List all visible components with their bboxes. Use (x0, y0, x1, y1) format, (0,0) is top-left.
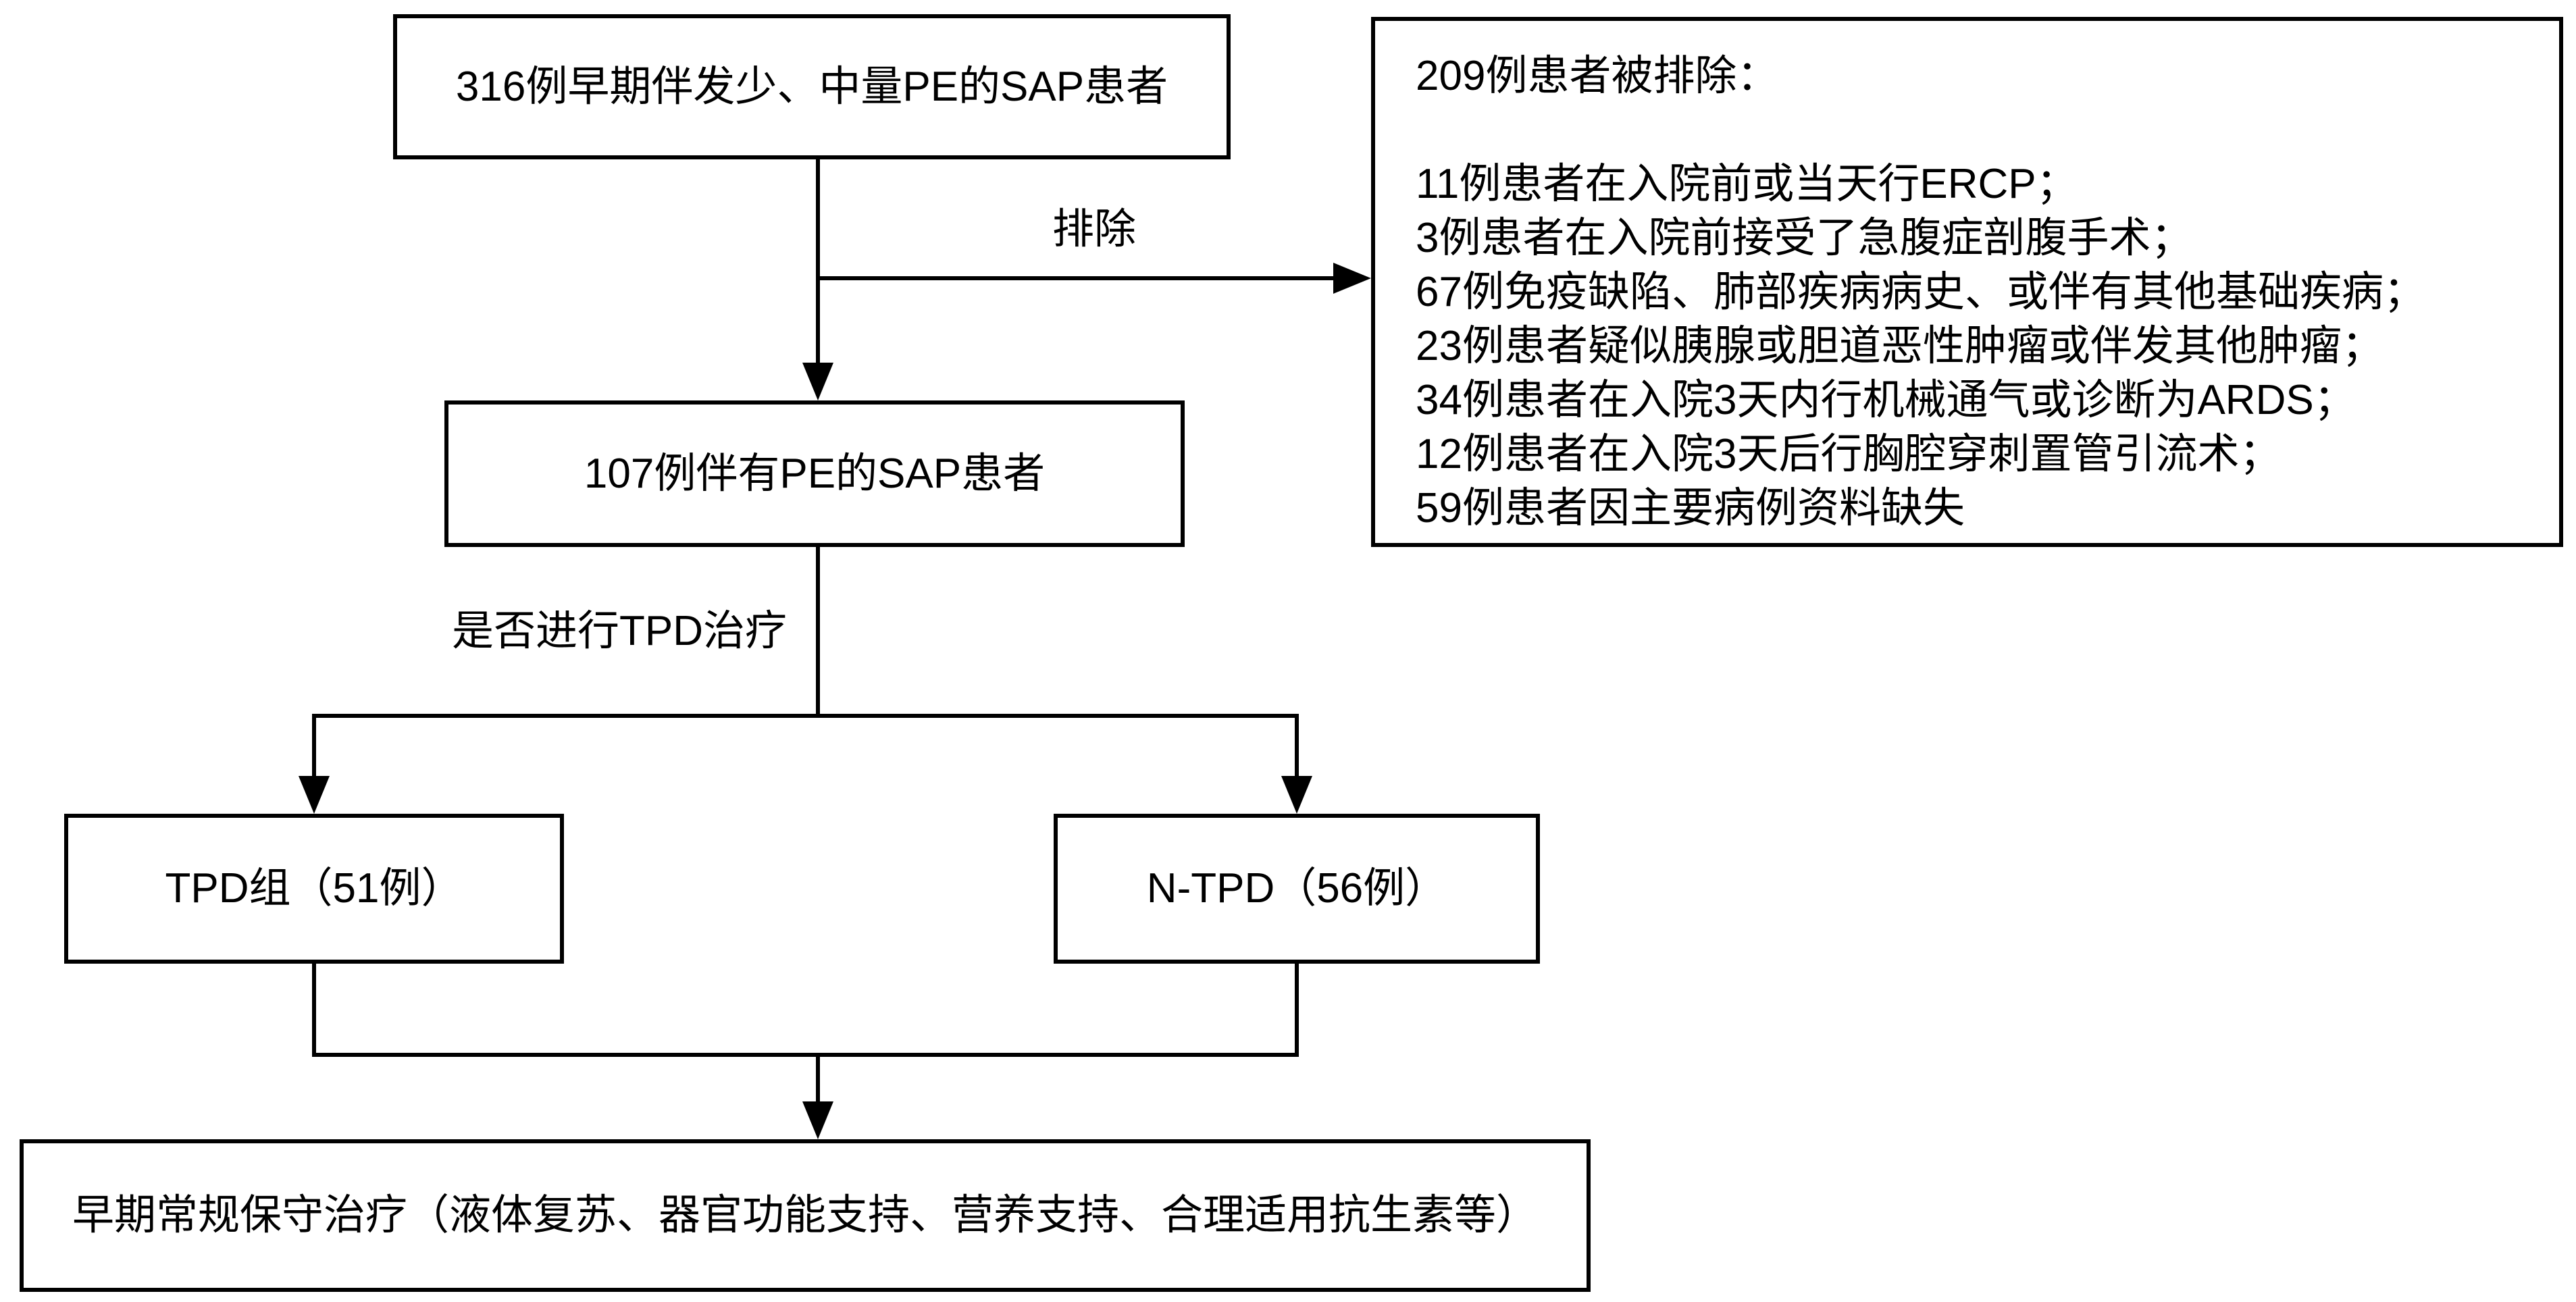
excluded-item: 34例患者在入院3天内行机械通气或诊断为ARDS； (1416, 377, 2356, 423)
connector-join-horizontal (312, 1053, 1299, 1057)
excluded-item: 12例患者在入院3天后行胸腔穿刺置管引流术； (1416, 431, 2282, 477)
connector-top-to-middle (816, 159, 820, 369)
excluded-item: 67例免疫缺陷、肺部疾病病史、或伴有其他基础疾病； (1416, 269, 2425, 315)
arrowhead-treatment-icon (802, 1101, 833, 1139)
excluded-item: 3例患者在入院前接受了急腹症剖腹手术； (1416, 215, 2193, 261)
connector-branch-to-ntpd (1295, 714, 1299, 781)
node-ntpd-group: N-TPD（56例） (1054, 814, 1540, 964)
node-included-patients: 107例伴有PE的SAP患者 (444, 400, 1185, 547)
excluded-item: 11例患者在入院前或当天行ERCP； (1416, 161, 2078, 207)
connector-tpd-to-join (312, 964, 316, 1057)
node-initial-patients: 316例早期伴发少、中量PE的SAP患者 (393, 14, 1231, 159)
node-tpd-group: TPD组（51例） (64, 814, 564, 964)
node-initial-patients-label: 316例早期伴发少、中量PE的SAP患者 (455, 63, 1168, 110)
excluded-item: 59例患者因主要病例资料缺失 (1416, 485, 1965, 531)
connector-join-to-treatment (816, 1053, 820, 1107)
edge-label-exclude: 排除 (1052, 206, 1136, 253)
node-treatment-label: 早期常规保守治疗（液体复苏、器官功能支持、营养支持、合理适用抗生素等） (72, 1192, 1538, 1239)
arrowhead-ntpd-icon (1281, 776, 1312, 814)
excluded-title: 209例患者被排除： (1416, 53, 1779, 99)
arrowhead-exclude-icon (1333, 263, 1371, 294)
connector-branch-to-tpd (312, 714, 316, 781)
edge-label-decision: 是否进行TPD治疗 (451, 608, 787, 654)
connector-ntpd-to-join (1295, 964, 1299, 1057)
node-included-patients-label: 107例伴有PE的SAP患者 (584, 450, 1046, 497)
connector-branch-horizontal (312, 714, 1299, 718)
excluded-item: 23例患者疑似胰腺或胆道恶性肿瘤或伴发其他肿瘤； (1416, 323, 2384, 369)
arrowhead-tpd-icon (299, 776, 330, 814)
node-ntpd-group-label: N-TPD（56例） (1146, 865, 1447, 912)
node-excluded-patients: 209例患者被排除： 11例患者在入院前或当天行ERCP； 3例患者在入院前接受… (1371, 17, 2563, 547)
connector-exclude (818, 276, 1338, 280)
excluded-list-gap (1416, 103, 2539, 157)
connector-middle-to-branch (816, 547, 820, 716)
arrowhead-middle-icon (802, 363, 833, 400)
node-tpd-group-label: TPD组（51例） (165, 865, 463, 912)
node-treatment: 早期常规保守治疗（液体复苏、器官功能支持、营养支持、合理适用抗生素等） (20, 1139, 1591, 1292)
